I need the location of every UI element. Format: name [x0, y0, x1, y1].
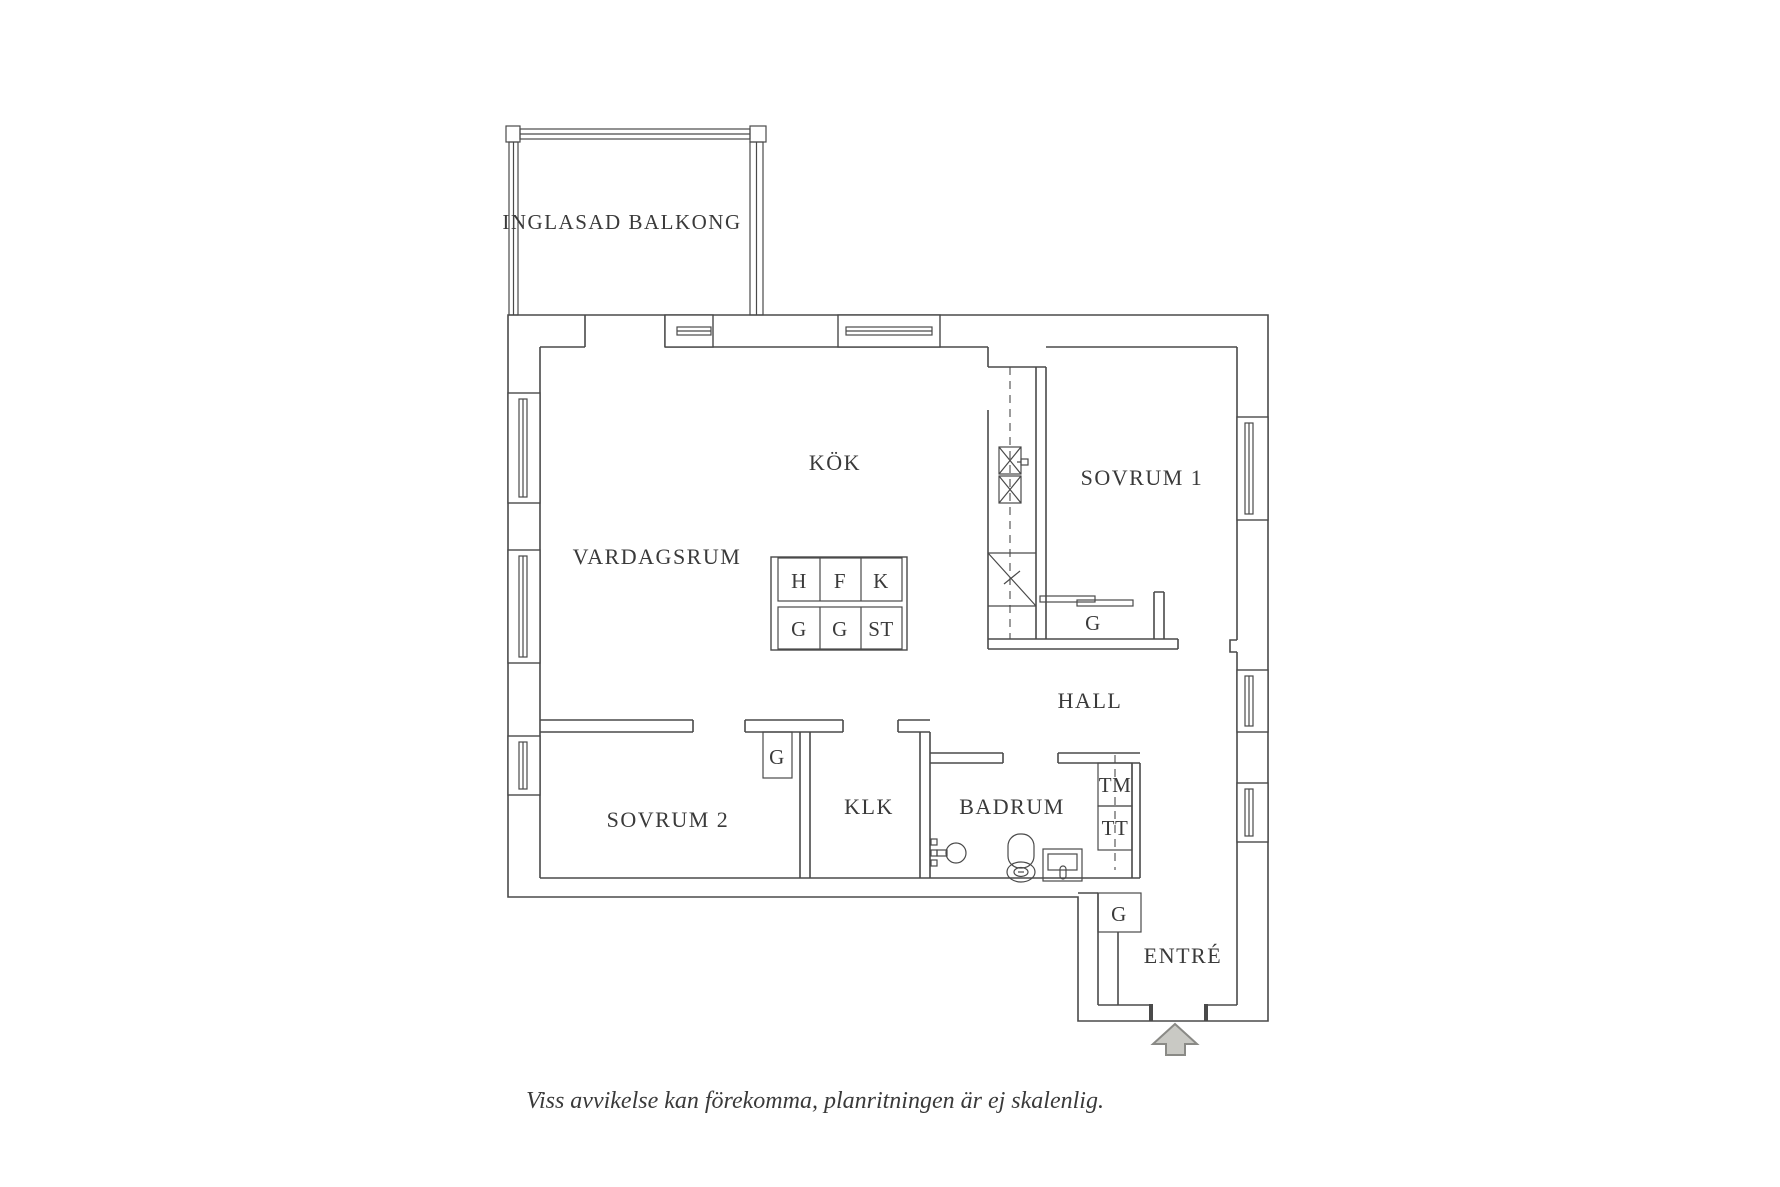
bathroom-north-wall	[930, 752, 1004, 764]
appliance-label-g2: G	[832, 617, 848, 641]
entry-direction-arrow	[1150, 1022, 1200, 1056]
window	[507, 549, 541, 664]
room-labels: INGLASAD BALKONG KÖK VARDAGSRUM SOVRUM 1…	[502, 210, 1222, 968]
vent-box	[998, 475, 1022, 504]
interior-walls	[540, 347, 1179, 878]
appliance-label-f: F	[834, 569, 846, 593]
balcony-corner-post	[749, 125, 767, 143]
bedroom2-label: SOVRUM 2	[607, 807, 730, 832]
bedroom1-label: SOVRUM 1	[1081, 465, 1204, 490]
outer-boundary	[507, 314, 1269, 1022]
bedroom2-closet-label: G	[769, 745, 785, 769]
tumble-dryer	[1097, 805, 1133, 851]
tap-symbol	[1020, 458, 1029, 466]
service-shaft	[987, 367, 1037, 639]
laundry-stack: TM TT	[1097, 755, 1133, 870]
closet-rail	[1076, 599, 1134, 607]
entry-closet-label: G	[1111, 902, 1127, 926]
appliance-label-g1: G	[791, 617, 807, 641]
windows	[507, 314, 1269, 843]
entry-closet	[1097, 892, 1142, 933]
living-room-label: VARDAGSRUM	[573, 544, 742, 569]
entry-label: ENTRÉ	[1144, 943, 1222, 968]
balcony-label: INGLASAD BALKONG	[502, 210, 741, 234]
shaft-diagonal	[987, 552, 1037, 607]
dryer-label: TT	[1102, 816, 1129, 840]
appliance-label-k: K	[873, 569, 889, 593]
closets: G G G	[762, 595, 1142, 933]
wash-basin	[930, 838, 967, 867]
bedroom1-west-wall	[1035, 367, 1047, 639]
bedroom1-closet-label: G	[1085, 611, 1101, 635]
sink-cabinet	[1042, 848, 1083, 882]
appliance-label-st: ST	[868, 617, 894, 641]
klk-bathroom-wall	[919, 732, 931, 878]
bedroom1-south-wall	[987, 638, 1179, 650]
hall-label: HALL	[1058, 688, 1123, 713]
balcony-corner-post	[505, 125, 521, 143]
bedroom2-closet	[762, 731, 793, 779]
wall-pier	[987, 347, 1046, 368]
bedroom1-closet-partition	[1153, 591, 1165, 639]
washer-label: TM	[1099, 773, 1132, 797]
disclaimer-caption: Viss avvikelse kan förekomma, planritnin…	[526, 1088, 1104, 1114]
window	[507, 735, 541, 796]
laundry-niche-wall	[1131, 763, 1141, 878]
bedroom2-north-wall	[540, 719, 694, 733]
kitchen-appliance-block: H F K G G ST	[770, 556, 908, 651]
exterior-walls	[507, 314, 1269, 1022]
bathroom-label: BADRUM	[959, 794, 1065, 819]
faucet	[1059, 865, 1067, 880]
window	[507, 392, 541, 504]
closet-rail	[1039, 595, 1096, 603]
toilet	[1006, 833, 1036, 883]
bathroom-fixtures	[930, 833, 1083, 883]
wall-notch	[1229, 639, 1237, 653]
kitchen-label: KÖK	[809, 450, 861, 475]
bedroom2-klk-wall	[799, 732, 811, 878]
appliance-label-h: H	[791, 569, 807, 593]
walk-in-closet-label: KLK	[844, 794, 894, 819]
